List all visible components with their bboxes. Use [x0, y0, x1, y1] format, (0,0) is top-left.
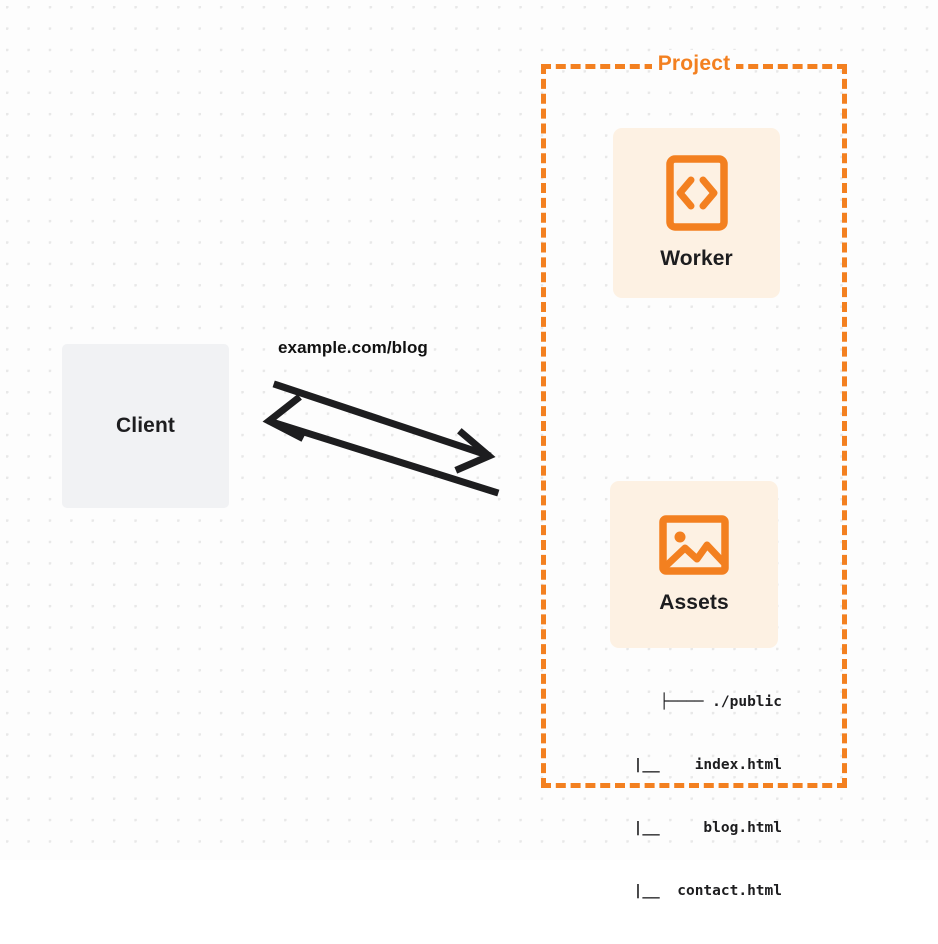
file-tree-row: |__ index.html: [633, 757, 782, 773]
assets-node-label: Assets: [659, 590, 729, 614]
response-arrow: [262, 394, 500, 497]
project-label-text: Project: [651, 50, 737, 78]
code-brackets-icon: [665, 155, 728, 231]
file-tree-row: |__ contact.html: [633, 883, 782, 899]
diagram-canvas: Client example.com/blog Project Worker: [0, 0, 938, 899]
file-tree-row: ├──── ./public: [659, 694, 782, 710]
worker-node-label: Worker: [660, 247, 733, 270]
client-node[interactable]: Client: [62, 344, 229, 508]
request-arrow: [272, 380, 496, 474]
image-icon: [659, 514, 729, 575]
file-tree-row: |__ blog.html: [633, 820, 782, 836]
assets-node[interactable]: Assets: [610, 481, 778, 648]
connector-url-label: example.com/blog: [278, 338, 428, 357]
worker-node[interactable]: Worker: [613, 128, 780, 298]
client-node-label: Client: [116, 414, 175, 437]
asset-file-tree: ├──── ./public |__ index.html |__ blog.h…: [586, 650, 782, 944]
project-boundary-label: Project: [541, 50, 847, 78]
